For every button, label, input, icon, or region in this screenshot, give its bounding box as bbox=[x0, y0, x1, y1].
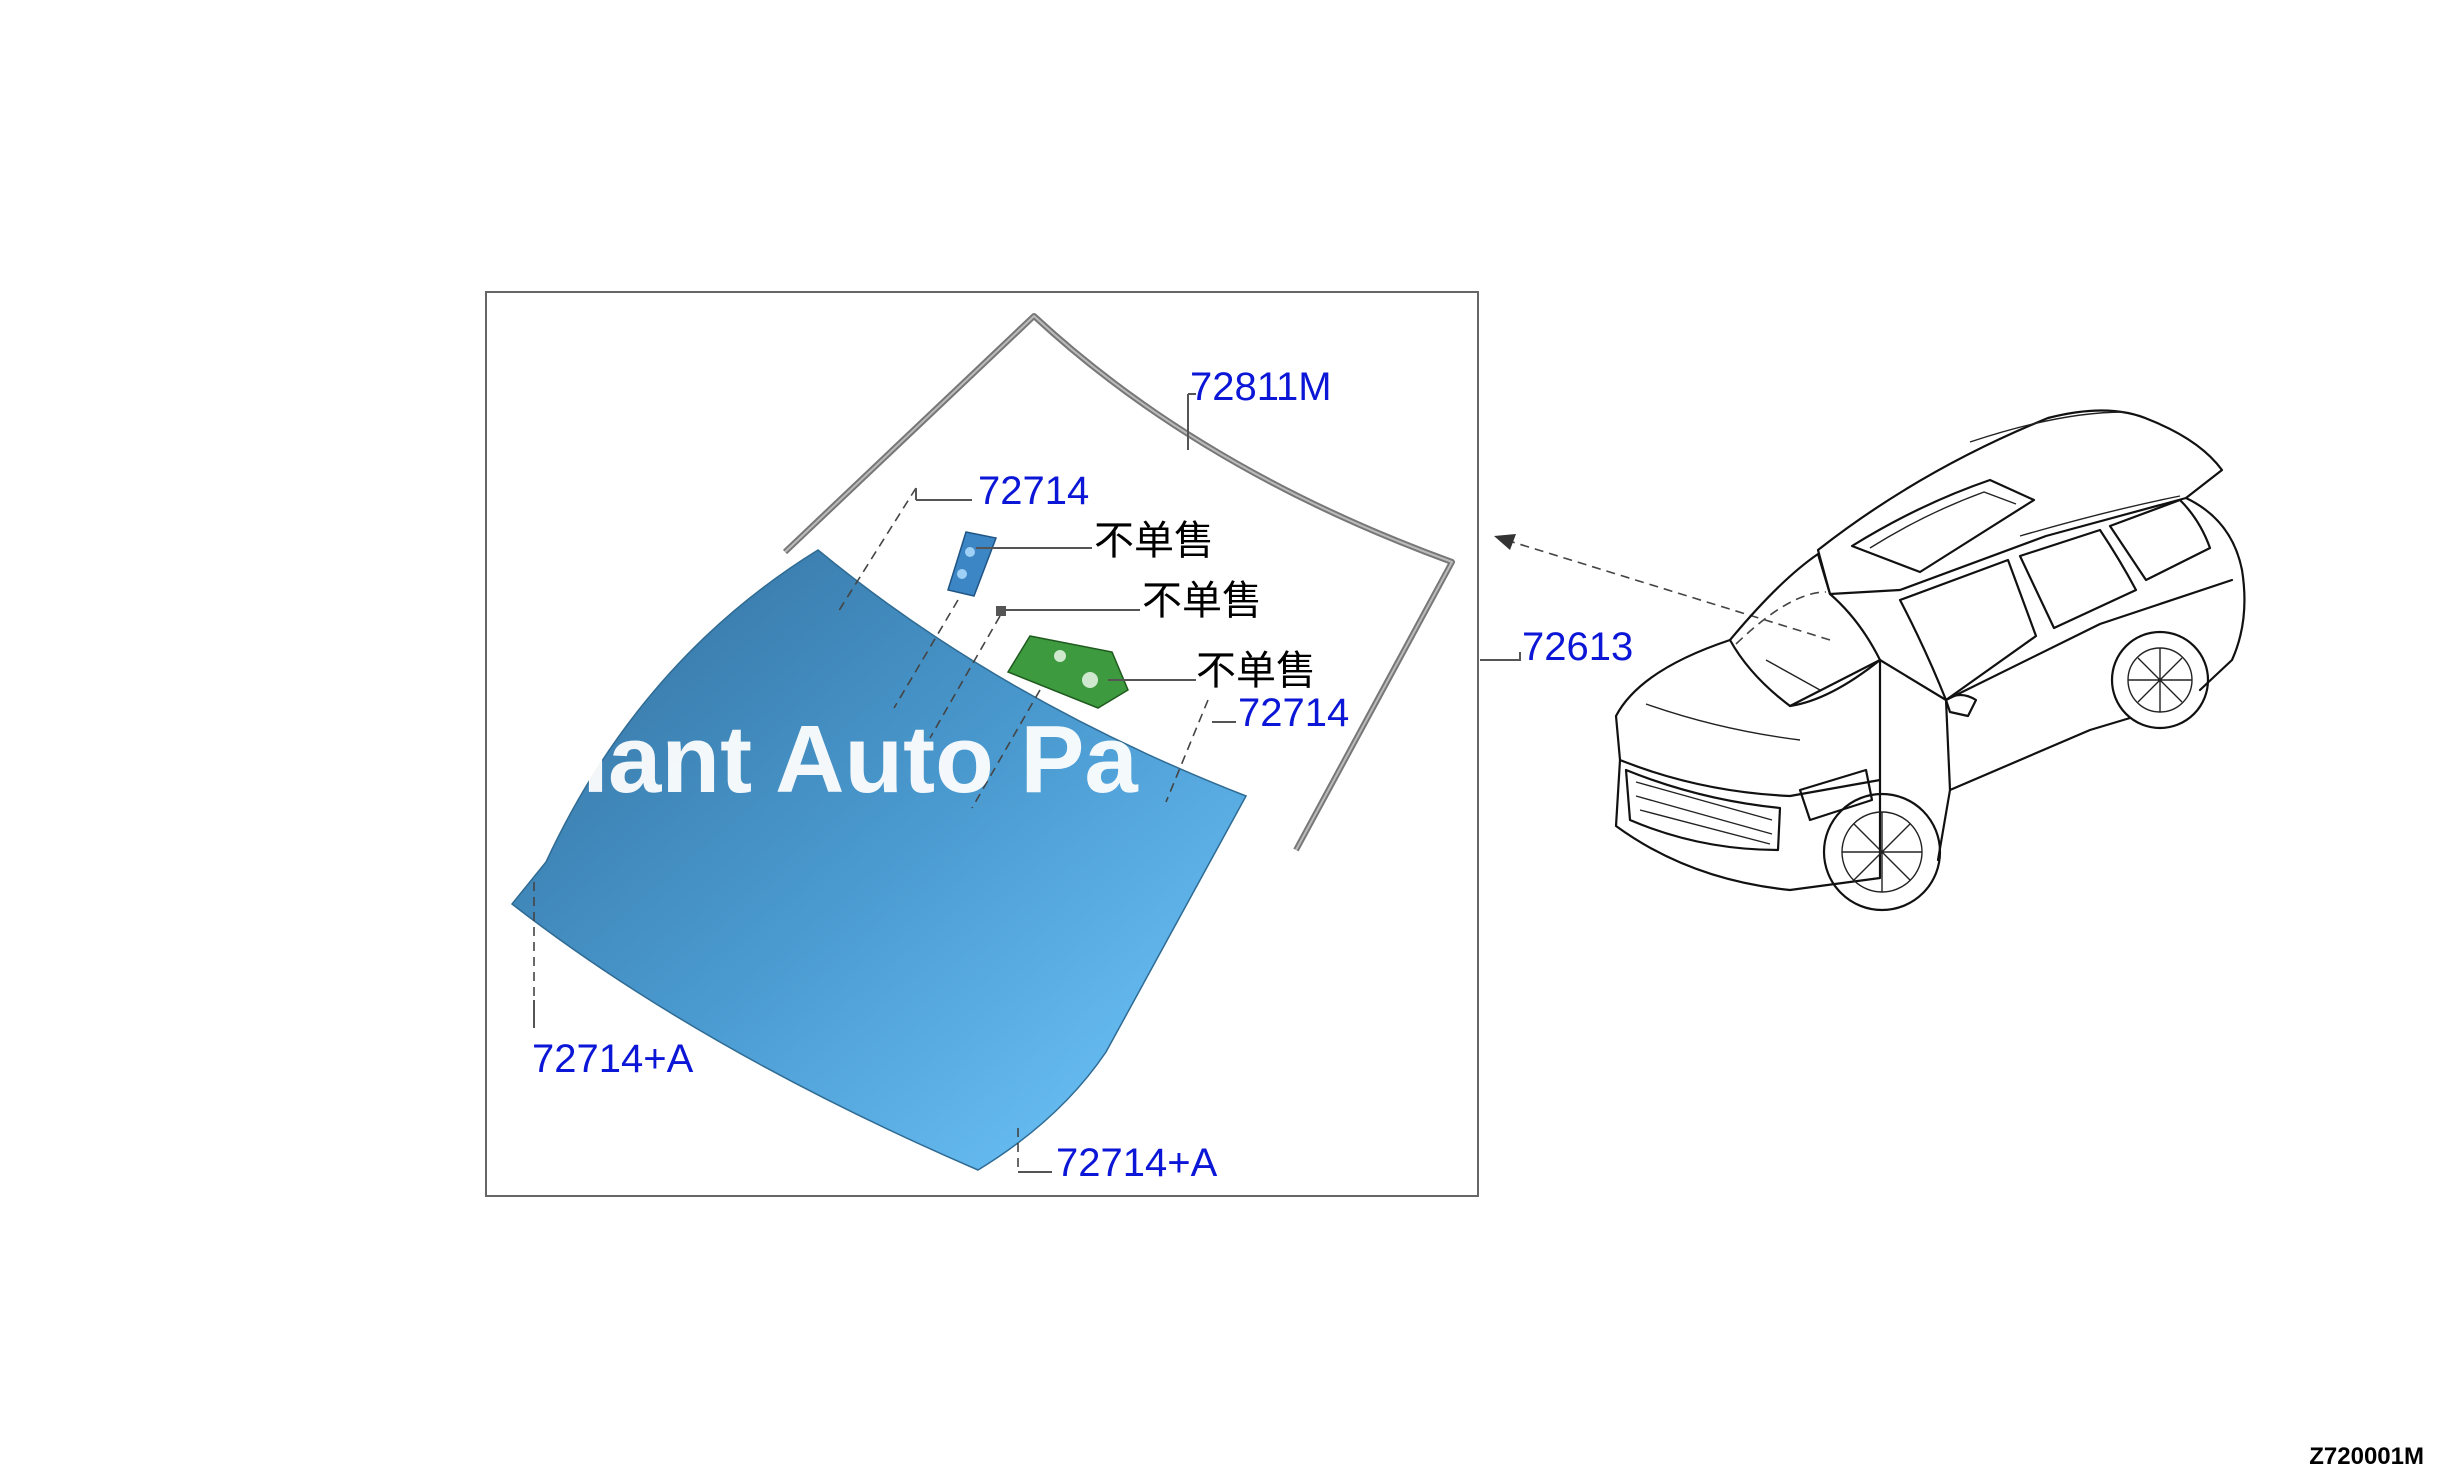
mirror-bracket-blue bbox=[947, 531, 998, 597]
watermark: chant Auto Pa bbox=[496, 706, 1138, 813]
callout-72613: 72613 bbox=[1522, 625, 1633, 669]
callout-72714-right: 72714 bbox=[1238, 691, 1349, 735]
callout-72714A-center: 72714+A bbox=[1056, 1141, 1218, 1185]
note-not-sold-3: 不单售 bbox=[1196, 648, 1316, 694]
molding-strip bbox=[782, 313, 1455, 852]
suv-vehicle-icon bbox=[1614, 409, 2246, 912]
small-clip bbox=[996, 606, 1006, 616]
callout-72714A-left: 72714+A bbox=[532, 1037, 694, 1081]
sensor-bracket-green bbox=[1006, 635, 1129, 709]
callout-72714-top: 72714 bbox=[978, 469, 1089, 513]
note-not-sold-2: 不单售 bbox=[1142, 578, 1262, 624]
install-lines bbox=[533, 487, 1209, 1172]
note-not-sold-1: 不单售 bbox=[1094, 518, 1214, 564]
windshield-glass bbox=[510, 549, 1248, 1171]
figure-code: Z720001M bbox=[2309, 1443, 2424, 1470]
callout-72811M: 72811M bbox=[1190, 365, 1332, 409]
leader-lines bbox=[533, 393, 1521, 1173]
detail-frame bbox=[485, 291, 1479, 1197]
arrow-icon bbox=[1494, 534, 1831, 641]
